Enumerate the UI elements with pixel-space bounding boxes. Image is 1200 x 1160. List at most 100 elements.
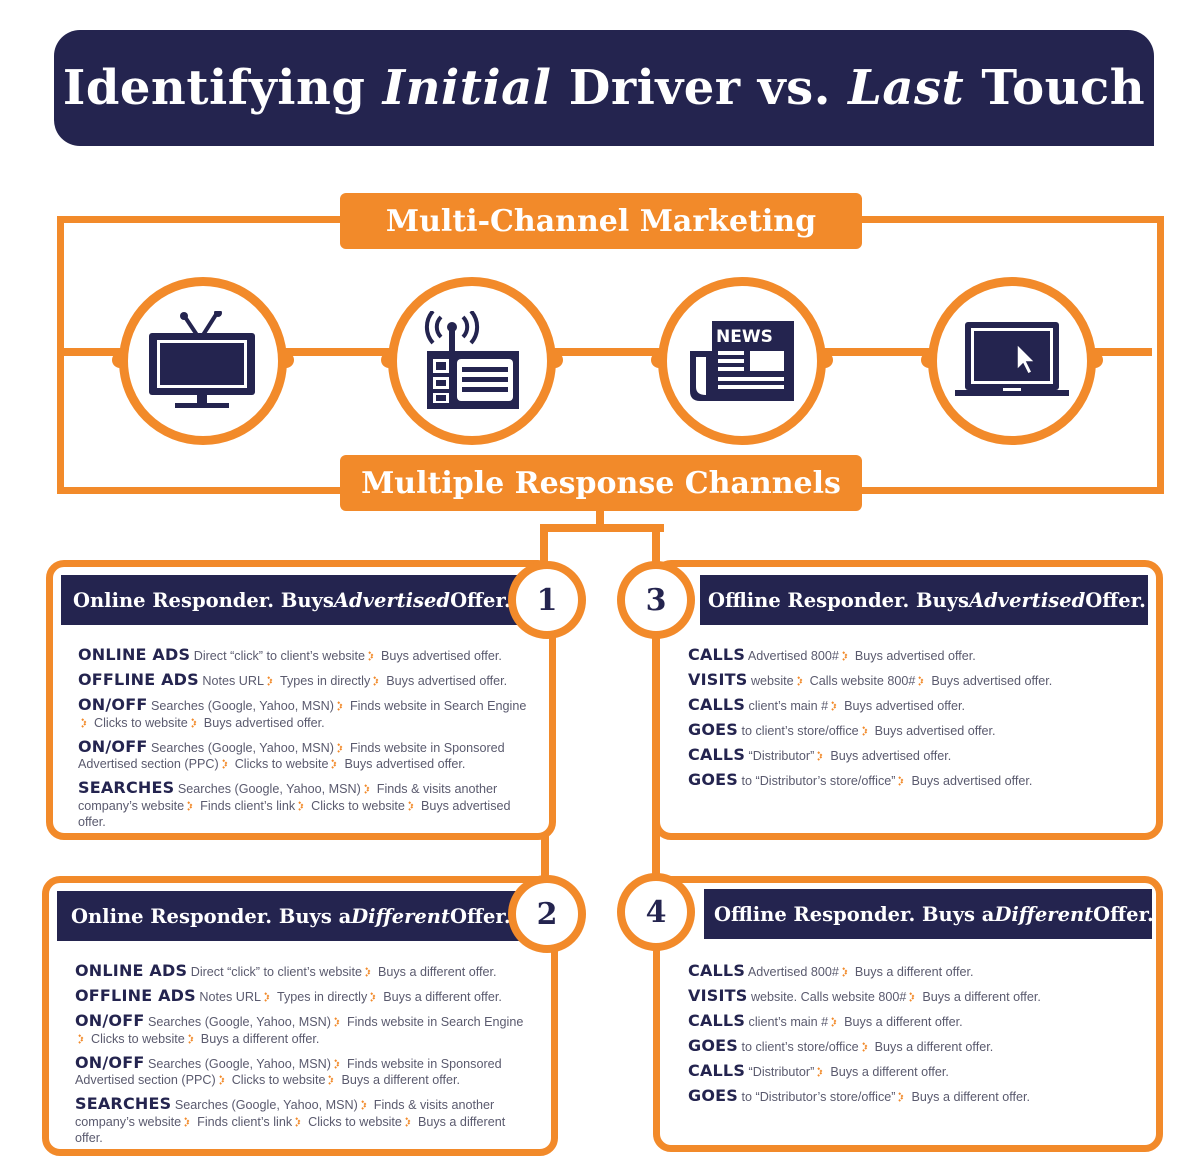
list-item: ONLINE ADS Direct “click” to client’s we…: [75, 961, 535, 981]
step-arrow-icon: [331, 1015, 347, 1029]
item-step: Buys advertised offer.: [911, 774, 1033, 788]
channel-newspaper: NEWS: [651, 277, 833, 445]
item-keyword: GOES: [688, 1086, 738, 1105]
item-step: Clicks to website: [308, 1114, 402, 1129]
list-item: ONLINE ADS Direct “click” to client’s we…: [78, 645, 538, 665]
item-step: Clicks to website: [91, 1031, 185, 1046]
title-text-1: Identifying: [62, 60, 383, 116]
step-arrow-icon: [331, 1057, 347, 1071]
newspaper-icon: NEWS: [690, 321, 794, 401]
item-step: Buys a different offer.: [874, 1040, 994, 1054]
item-step: Finds website in Search Engine: [349, 699, 527, 713]
step-arrow-icon: [367, 990, 383, 1004]
step-arrow-icon: [358, 1098, 374, 1112]
card-4-items: CALLS Advertised 800# Buys a different of…: [688, 962, 1128, 1113]
list-item: GOES to “Distributor’s store/office”Buys…: [688, 771, 1128, 790]
list-item: SEARCHES Searches (Google, Yahoo, MSN)Fi…: [78, 779, 538, 831]
title-banner: Identifying Initial Driver vs. Last Touc…: [54, 30, 1154, 146]
item-step: client’s main #: [748, 1015, 829, 1029]
tv-icon: [149, 311, 255, 408]
item-step: Buys advertised offer.: [203, 715, 325, 730]
card-3-header: Offline Responder. Buys Advertised Offer…: [700, 575, 1148, 625]
item-step: Finds website in Sponsored Advertised se…: [78, 740, 505, 772]
step-arrow-icon: [181, 1115, 197, 1129]
channel-tv: [112, 277, 294, 445]
item-step: Buys a different offer.: [844, 1015, 963, 1029]
list-item: GOES to “Distributor’s store/office”Buys…: [688, 1086, 1128, 1106]
list-item: CALLS client’s main # Buys a different of…: [688, 1011, 1128, 1031]
item-keyword: OFFLINE ADS: [75, 986, 196, 1005]
title-italic-initial: Initial: [382, 60, 552, 116]
step-arrow-icon: [361, 782, 377, 796]
item-step: Buys a different offer.: [75, 1114, 506, 1146]
news-label: NEWS: [716, 327, 773, 347]
card-4-number: 4: [617, 873, 695, 951]
list-item: ON/OFF Searches (Google, Yahoo, MSN)Find…: [75, 1054, 535, 1089]
item-step: Types in directly: [279, 674, 371, 688]
step-arrow-icon: [794, 674, 810, 688]
item-step: Searches (Google, Yahoo, MSN): [148, 1056, 331, 1071]
list-item: CALLS client’s main #Buys advertised off…: [688, 696, 1128, 715]
item-keyword: ONLINE ADS: [75, 961, 188, 980]
item-step: Buys a different offer.: [200, 1031, 320, 1046]
item-step: Notes URL: [199, 990, 261, 1004]
card-1-header: Online Responder. Buys Advertised Offer.: [61, 575, 543, 625]
item-step: website. Calls website 800#: [750, 990, 907, 1004]
laptop-icon: [955, 322, 1069, 396]
step-arrow-icon: [188, 716, 204, 730]
item-step: Buys a different offer.: [922, 990, 1041, 1004]
item-step: Searches (Google, Yahoo, MSN): [148, 1015, 331, 1029]
item-step: Finds website in Search Engine: [346, 1015, 524, 1029]
step-arrow-icon: [292, 1115, 308, 1129]
step-arrow-icon: [814, 1065, 830, 1079]
step-arrow-icon: [828, 699, 844, 713]
item-step: Clicks to website: [311, 798, 405, 813]
card-1-items: ONLINE ADS Direct “click” to client’s we…: [78, 645, 538, 838]
item-step: Buys a different offer.: [383, 990, 502, 1004]
item-keyword: GOES: [688, 1036, 738, 1055]
item-keyword: GOES: [688, 720, 738, 739]
item-step: Finds & visits another company’s website: [75, 1098, 495, 1129]
item-step: Buys a different offer.: [341, 1073, 461, 1087]
item-step: Buys a different offer.: [911, 1090, 1031, 1104]
item-step: Buys advertised offer.: [844, 699, 966, 713]
item-keyword: CALLS: [688, 1011, 746, 1030]
item-step: Types in directly: [276, 990, 368, 1004]
step-arrow-icon: [859, 724, 875, 738]
step-arrow-icon: [365, 649, 381, 663]
item-step: Clicks to website: [234, 757, 329, 771]
item-step: Buys advertised offer.: [386, 674, 508, 688]
item-step: Advertised 800#: [747, 965, 839, 979]
card-offline-different: Offline Responder. Buys a Different Offe…: [653, 876, 1163, 1152]
title-text-3: Touch: [964, 60, 1146, 116]
step-arrow-icon: [906, 990, 922, 1004]
item-step: Finds website in Sponsored Advertised se…: [75, 1056, 502, 1088]
list-item: ON/OFF Searches (Google, Yahoo, MSN)Find…: [78, 696, 538, 731]
item-step: client’s main #: [748, 699, 829, 713]
item-keyword: OFFLINE ADS: [78, 670, 199, 689]
list-item: OFFLINE ADS Notes URL Types in directly Bu…: [75, 986, 535, 1006]
step-arrow-icon: [402, 1115, 418, 1129]
card-2-items: ONLINE ADS Direct “click” to client’s we…: [75, 961, 535, 1154]
step-arrow-icon: [75, 1032, 91, 1046]
item-keyword: ONLINE ADS: [78, 645, 191, 664]
item-keyword: SEARCHES: [75, 1094, 172, 1113]
item-keyword: VISITS: [688, 986, 748, 1005]
item-step: Buys advertised offer.: [380, 649, 502, 663]
item-keyword: CALLS: [688, 1061, 746, 1080]
list-item: CALLS “Distributor”Buys a different offe…: [688, 1061, 1128, 1081]
step-arrow-icon: [78, 716, 94, 730]
step-arrow-icon: [362, 965, 378, 979]
list-item: CALLS Advertised 800#Buys advertised off…: [688, 646, 1128, 665]
step-arrow-icon: [370, 674, 386, 688]
list-item: CALLS “Distributor”Buys advertised offer…: [688, 746, 1128, 765]
multiple-response-channels-label: Multiple Response Channels: [340, 455, 862, 511]
item-step: Clicks to website: [94, 715, 188, 730]
item-keyword: VISITS: [688, 670, 748, 689]
step-arrow-icon: [261, 990, 277, 1004]
step-arrow-icon: [334, 741, 350, 755]
item-keyword: ON/OFF: [75, 1011, 145, 1030]
